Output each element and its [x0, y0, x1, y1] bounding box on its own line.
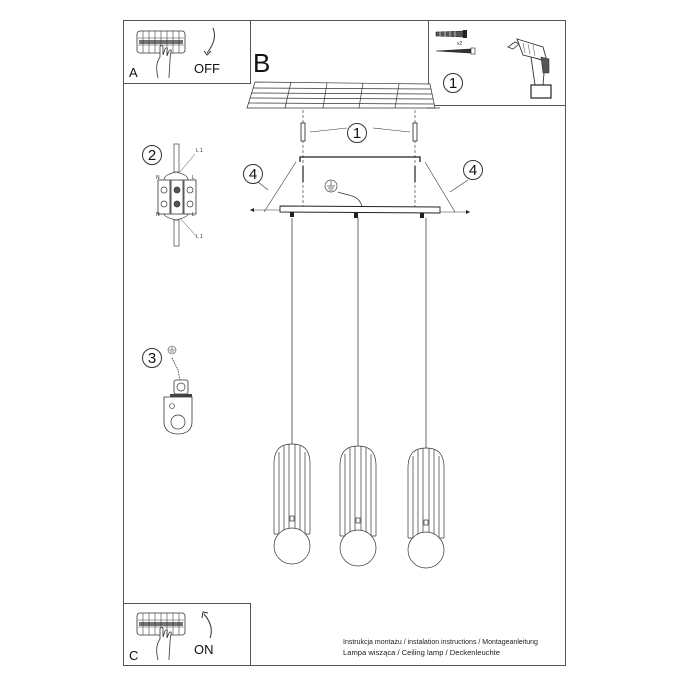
breaker-panel-icon: [136, 612, 186, 661]
wire-label-l1-top: L 1: [196, 148, 203, 154]
ground-terminal-icon: [163, 345, 193, 435]
wire-label-n-top: N: [156, 175, 160, 181]
footer-instructions-title: Instrukcja montażu / instalation instruc…: [343, 639, 538, 646]
step-2-callout: 2: [142, 145, 162, 165]
arrow-up-icon: [201, 611, 212, 639]
section-letter-b: B: [253, 48, 271, 78]
document-footer: Instrukcja montażu / instalation instruc…: [343, 638, 538, 658]
panel-c-switch-on: C ON: [123, 603, 251, 666]
lamp-shade-1: [273, 443, 311, 565]
wire-label-n-bottom: N: [156, 212, 160, 218]
wire-label-l1-bottom: L 1: [196, 234, 203, 240]
lamp-shade-2: [339, 445, 377, 567]
terminal-block-icon: [157, 143, 197, 247]
panel-letter-a: A: [129, 65, 138, 80]
wire-label-l-top: L: [192, 175, 195, 181]
drill-icon: [507, 38, 552, 99]
panel-letter-c: C: [129, 648, 139, 663]
sheet-frame: [123, 20, 566, 666]
assembly-diagram: [250, 110, 470, 218]
quantity-label: x2: [457, 41, 463, 47]
step-1-callout-tools: 1: [443, 73, 463, 93]
pendant-lamps: [273, 218, 445, 569]
step-4-callout-right: 4: [463, 160, 483, 180]
wire-label-l-bottom: L: [192, 212, 195, 218]
switch-state-on-label: ON: [194, 642, 214, 657]
footer-product-title: Lampa wisząca / Ceiling lamp / Deckenleu…: [343, 648, 501, 657]
wall-plug-icon: [435, 30, 467, 38]
step-3-callout: 3: [142, 348, 162, 368]
breaker-panel-icon: [136, 30, 186, 79]
arrow-down-icon: [203, 27, 216, 56]
screw-icon: [435, 47, 476, 55]
lamp-shade-3: [407, 447, 445, 569]
panel-a-switch-off: A OFF: [123, 20, 251, 84]
switch-state-off-label: OFF: [194, 61, 220, 76]
step-1-callout: 1: [347, 123, 367, 143]
ceiling-illustration: [246, 81, 440, 109]
step-4-callout-left: 4: [243, 164, 263, 184]
panel-tools: x2 1: [428, 20, 566, 106]
